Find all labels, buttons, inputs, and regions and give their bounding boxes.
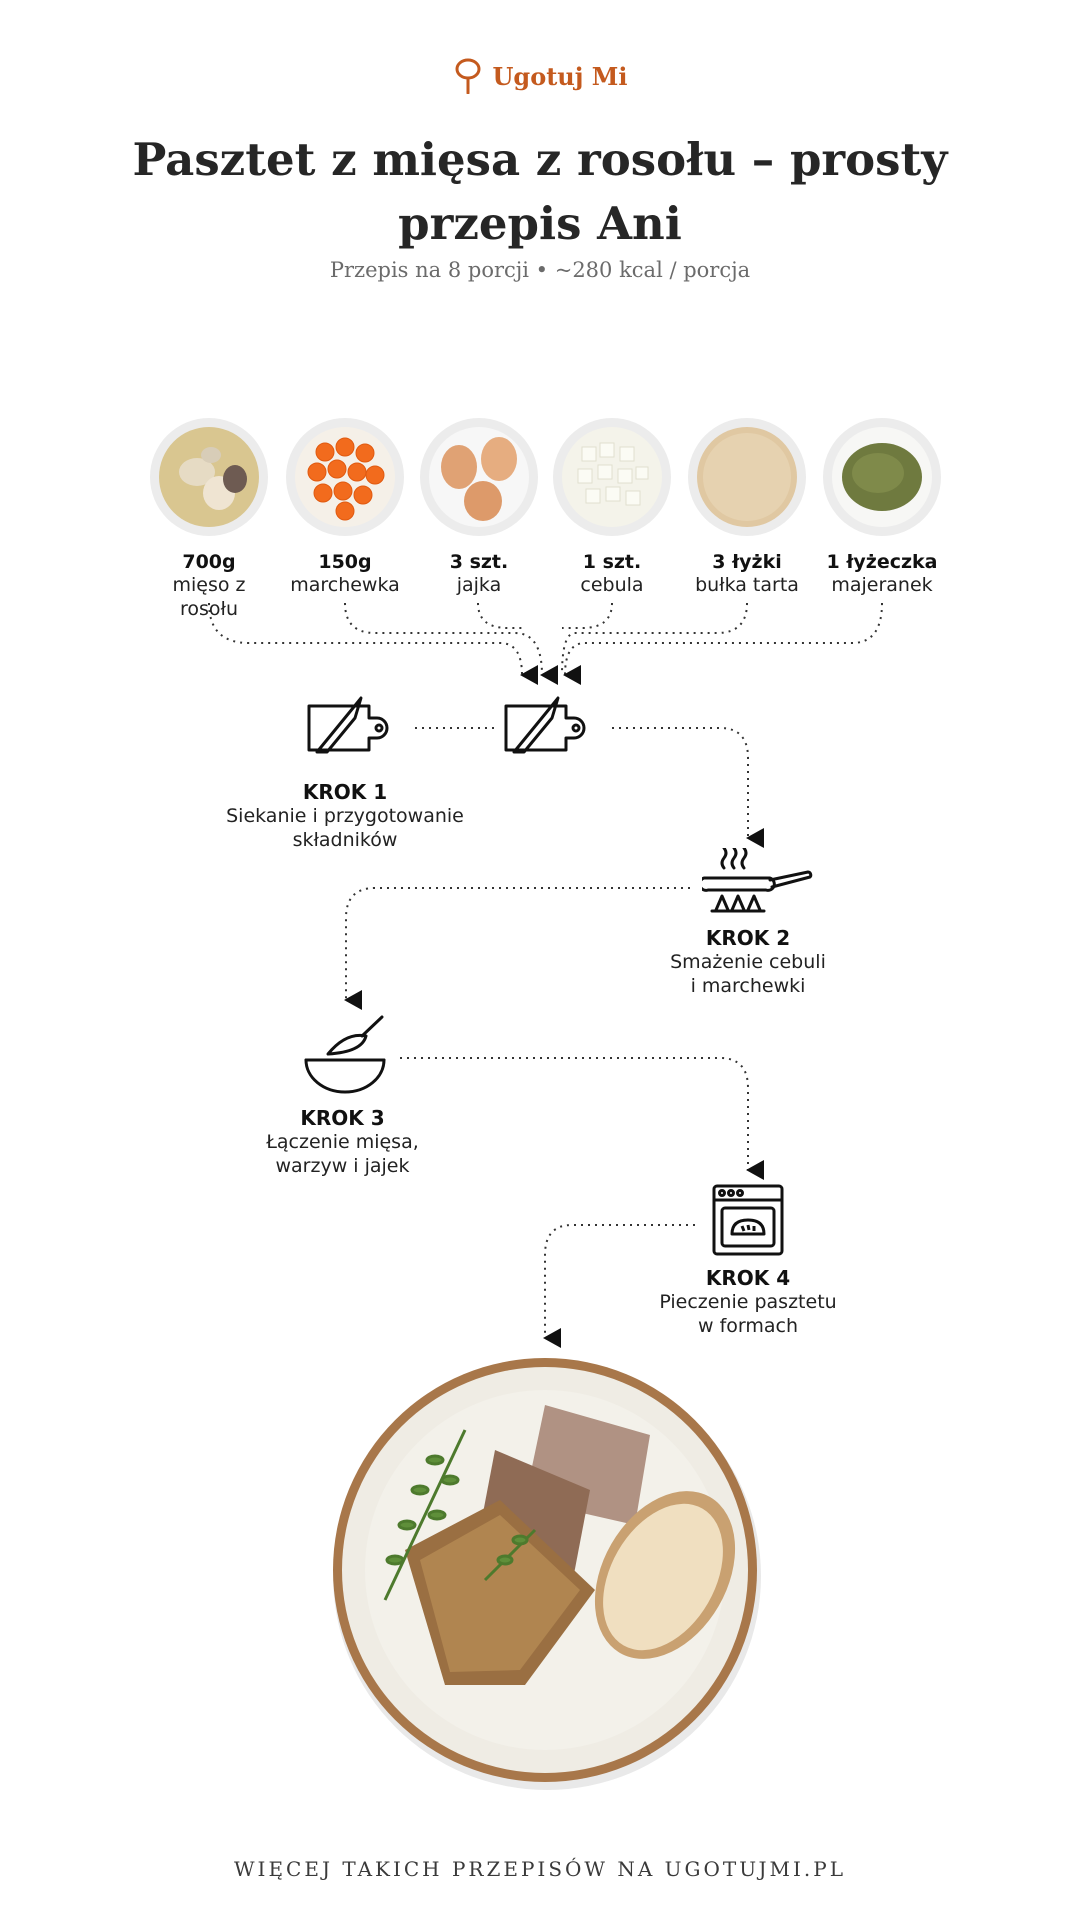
step-desc: składników [292, 829, 398, 851]
ingredient-name: mięso z rosołu [172, 574, 246, 620]
page-subtitle: Przepis na 8 porcji • ~280 kcal / porcja [329, 258, 751, 282]
step-label: KROK 2 [705, 926, 791, 950]
footer-link[interactable]: WIĘCEJ TAKICH PRZEPISÓW NA UGOTUJMI.PL [233, 1857, 847, 1881]
onion-bowl-image [553, 418, 671, 536]
cutting-board-knife-icon [307, 696, 389, 754]
ingredient-qty: 3 szt. [449, 551, 509, 573]
ingredient-carrot: 150g marchewka [278, 417, 412, 597]
pate-plate-image [333, 1358, 761, 1790]
eggs-bowl-image [420, 418, 538, 536]
step-desc: w formach [697, 1315, 798, 1337]
step-label: KROK 1 [302, 780, 388, 804]
frying-pan-icon [702, 848, 813, 913]
ingredient-eggs: 3 szt. jajka [412, 417, 546, 597]
page-title: Pasztet z mięsa z rosołu – prosty przepi… [132, 133, 948, 250]
ingredient-onion: 1 szt. cebula [545, 417, 679, 597]
step-3: KROK 3 Łączenie mięsa, warzyw i jajek [215, 1106, 470, 1178]
step-desc: Smażenie cebuli [670, 951, 826, 973]
ingredient-qty: 1 szt. [582, 551, 642, 573]
ingredient-meat: 700g mięso z rosołu [142, 417, 276, 621]
step-desc: i marchewki [690, 975, 806, 997]
step-desc: Siekanie i przygotowanie [226, 805, 464, 827]
breadcrumbs-bowl-image [688, 418, 806, 536]
brand-logo: Ugotuj Mi [0, 58, 1080, 94]
ingredient-name: majeranek [831, 574, 933, 596]
carrot-bowl-image [286, 418, 404, 536]
spoon-icon [455, 58, 480, 94]
step-desc: Pieczenie pasztetu [659, 1291, 837, 1313]
meat-bowl-image [150, 418, 268, 536]
oven-icon [712, 1184, 784, 1256]
marjoram-bowl-image [823, 418, 941, 536]
ingredient-name: marchewka [290, 574, 400, 596]
whisk-bowl-icon [304, 1015, 386, 1094]
ingredient-name: jajka [456, 574, 502, 596]
ingredient-qty: 1 łyżeczka [826, 551, 938, 573]
ingredient-marjoram: 1 łyżeczka majeranek [815, 417, 949, 597]
ingredient-name: cebula [580, 574, 644, 596]
ingredient-qty: 150g [318, 551, 372, 573]
ingredient-breadcrumbs: 3 łyżki bułka tarta [680, 417, 814, 597]
step-label: KROK 3 [300, 1106, 385, 1130]
step-desc: Łączenie mięsa, [266, 1131, 419, 1153]
step-label: KROK 4 [705, 1266, 791, 1290]
step-4: KROK 4 Pieczenie pasztetu w formach [630, 1266, 866, 1338]
ingredient-name: bułka tarta [695, 574, 799, 596]
step-desc: warzyw i jajek [275, 1155, 410, 1177]
cutting-board-knife-icon [504, 696, 586, 754]
brand-name: Ugotuj Mi [492, 61, 628, 91]
step-2: KROK 2 Smażenie cebuli i marchewki [620, 926, 876, 998]
ingredient-qty: 700g [182, 551, 236, 573]
step-1: KROK 1 Siekanie i przygotowanie składnik… [200, 780, 490, 852]
ingredient-qty: 3 łyżki [712, 551, 782, 573]
